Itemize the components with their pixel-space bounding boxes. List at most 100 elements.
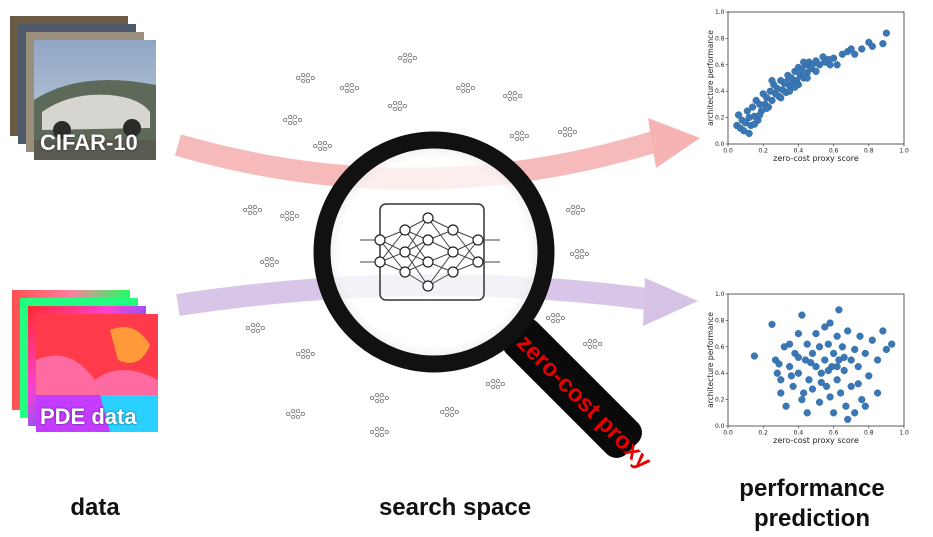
- mini-network: [583, 339, 602, 349]
- scatter-point: [794, 330, 803, 338]
- mini-network: [313, 141, 332, 151]
- scatter-point: [858, 45, 866, 53]
- scatter-point: [734, 111, 743, 119]
- mini-network: [260, 257, 279, 267]
- x-tick-label: 1.0: [899, 148, 909, 155]
- scatter-point: [815, 343, 824, 351]
- x-tick-label: 0.6: [829, 148, 839, 155]
- scatter-point: [750, 352, 759, 360]
- scatter-point: [808, 349, 817, 358]
- y-tick-label: 0.0: [715, 423, 725, 430]
- mini-network: [243, 205, 262, 215]
- scatter-point: [782, 402, 790, 410]
- x-tick-label: 0.4: [794, 148, 804, 155]
- magnifier: zero-cost proxy: [313, 131, 657, 475]
- mini-network: [558, 127, 577, 137]
- scatter-point: [800, 389, 808, 397]
- scatter-point: [773, 369, 781, 377]
- scatter-point: [826, 61, 834, 69]
- scatter-point: [768, 96, 776, 105]
- scatter-point: [833, 61, 841, 69]
- scatter-point: [763, 104, 771, 112]
- scatter-point: [815, 398, 824, 406]
- y-tick-label: 0.6: [715, 344, 725, 351]
- mini-network: [296, 349, 315, 359]
- y-tick-label: 0.6: [715, 62, 725, 69]
- scatter-point: [782, 78, 790, 86]
- scatter-point: [817, 378, 825, 387]
- scatter-point: [777, 389, 785, 397]
- mini-network: [570, 249, 589, 259]
- scatter-point: [844, 327, 852, 335]
- scatter-point: [833, 363, 841, 371]
- scatter-point: [856, 332, 864, 340]
- mini-network: [370, 393, 389, 403]
- y-tick-label: 0.2: [715, 115, 725, 122]
- scatter-point: [842, 402, 850, 410]
- x-tick-label: 0.2: [758, 148, 768, 155]
- x-tick-label: 0.2: [758, 430, 768, 437]
- lens-network: [360, 203, 500, 301]
- y-axis-label: architecture performance: [706, 312, 715, 408]
- scatter-point: [879, 40, 887, 48]
- performance-label-line2: prediction: [753, 505, 870, 532]
- mini-network: [286, 409, 305, 419]
- scatter-point: [861, 349, 869, 358]
- mini-network: [280, 211, 299, 221]
- performance-label-line1: performance: [739, 475, 885, 502]
- scatter-point: [805, 376, 813, 384]
- scatter-point: [812, 67, 820, 76]
- scatter-point: [768, 320, 776, 328]
- scatter-point: [888, 340, 896, 348]
- x-tick-label: 0.0: [723, 148, 733, 155]
- scatter-point: [837, 389, 845, 397]
- cifar-label: CIFAR-10: [40, 130, 138, 155]
- scatter-point: [817, 369, 825, 377]
- mini-network: [566, 205, 585, 215]
- x-tick-label: 0.0: [723, 430, 733, 437]
- scatter-point: [826, 393, 834, 401]
- scatter-point: [829, 349, 838, 358]
- scatter-point: [785, 363, 794, 371]
- scatter-point: [882, 29, 891, 37]
- scatter-point: [868, 42, 876, 50]
- scatter-point: [873, 356, 882, 364]
- cifar-image-stack: [10, 16, 156, 160]
- scatter-point: [777, 376, 785, 384]
- mini-network: [398, 53, 417, 63]
- scatter-point: [789, 382, 797, 391]
- y-tick-label: 1.0: [715, 9, 725, 16]
- scatter-point: [812, 363, 820, 371]
- magnifier-glass: [324, 142, 544, 362]
- scatter-point: [807, 359, 815, 367]
- scatter-point: [865, 372, 873, 380]
- y-tick-label: 0.8: [715, 35, 725, 42]
- pde-image-stack: [12, 290, 158, 432]
- mini-network: [503, 91, 522, 101]
- mini-network: [510, 131, 529, 141]
- y-tick-label: 0.8: [715, 317, 725, 324]
- scatter-point: [803, 409, 811, 417]
- y-tick-label: 0.0: [715, 141, 725, 148]
- scatter-point: [785, 340, 794, 348]
- scatter-point: [775, 360, 783, 368]
- scatter-point: [854, 380, 862, 388]
- scatter-point: [847, 45, 855, 53]
- purple-arrow-head: [643, 278, 698, 326]
- scatter-point: [882, 345, 891, 354]
- scatter-point: [821, 356, 829, 364]
- mini-network: [456, 83, 475, 93]
- y-tick-label: 1.0: [715, 291, 725, 298]
- magnifier-handle: zero-cost proxy: [502, 318, 657, 475]
- scatter-point: [798, 396, 806, 404]
- mini-network: [440, 407, 459, 417]
- scatter-point: [743, 107, 751, 115]
- scatter-point: [824, 340, 832, 348]
- x-tick-label: 0.8: [864, 430, 874, 437]
- scatter-point: [750, 120, 759, 128]
- scatter-point: [844, 415, 852, 424]
- scatter-point: [868, 336, 876, 344]
- mini-network: [283, 115, 302, 125]
